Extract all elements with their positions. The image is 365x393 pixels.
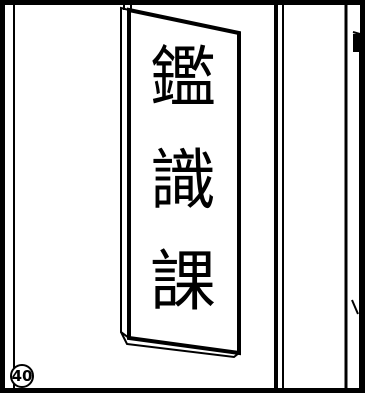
sign-char-kan: 鑑: [150, 39, 216, 116]
sign-char-shiki: 識: [150, 142, 216, 219]
panel-number: 40: [12, 367, 33, 385]
sign-char-ka: 課: [150, 243, 216, 320]
door-detail: [351, 31, 361, 388]
panel-number-badge: 40: [10, 364, 34, 388]
doorframe: [274, 5, 348, 388]
department-sign: 鑑 識 課: [120, 4, 241, 359]
